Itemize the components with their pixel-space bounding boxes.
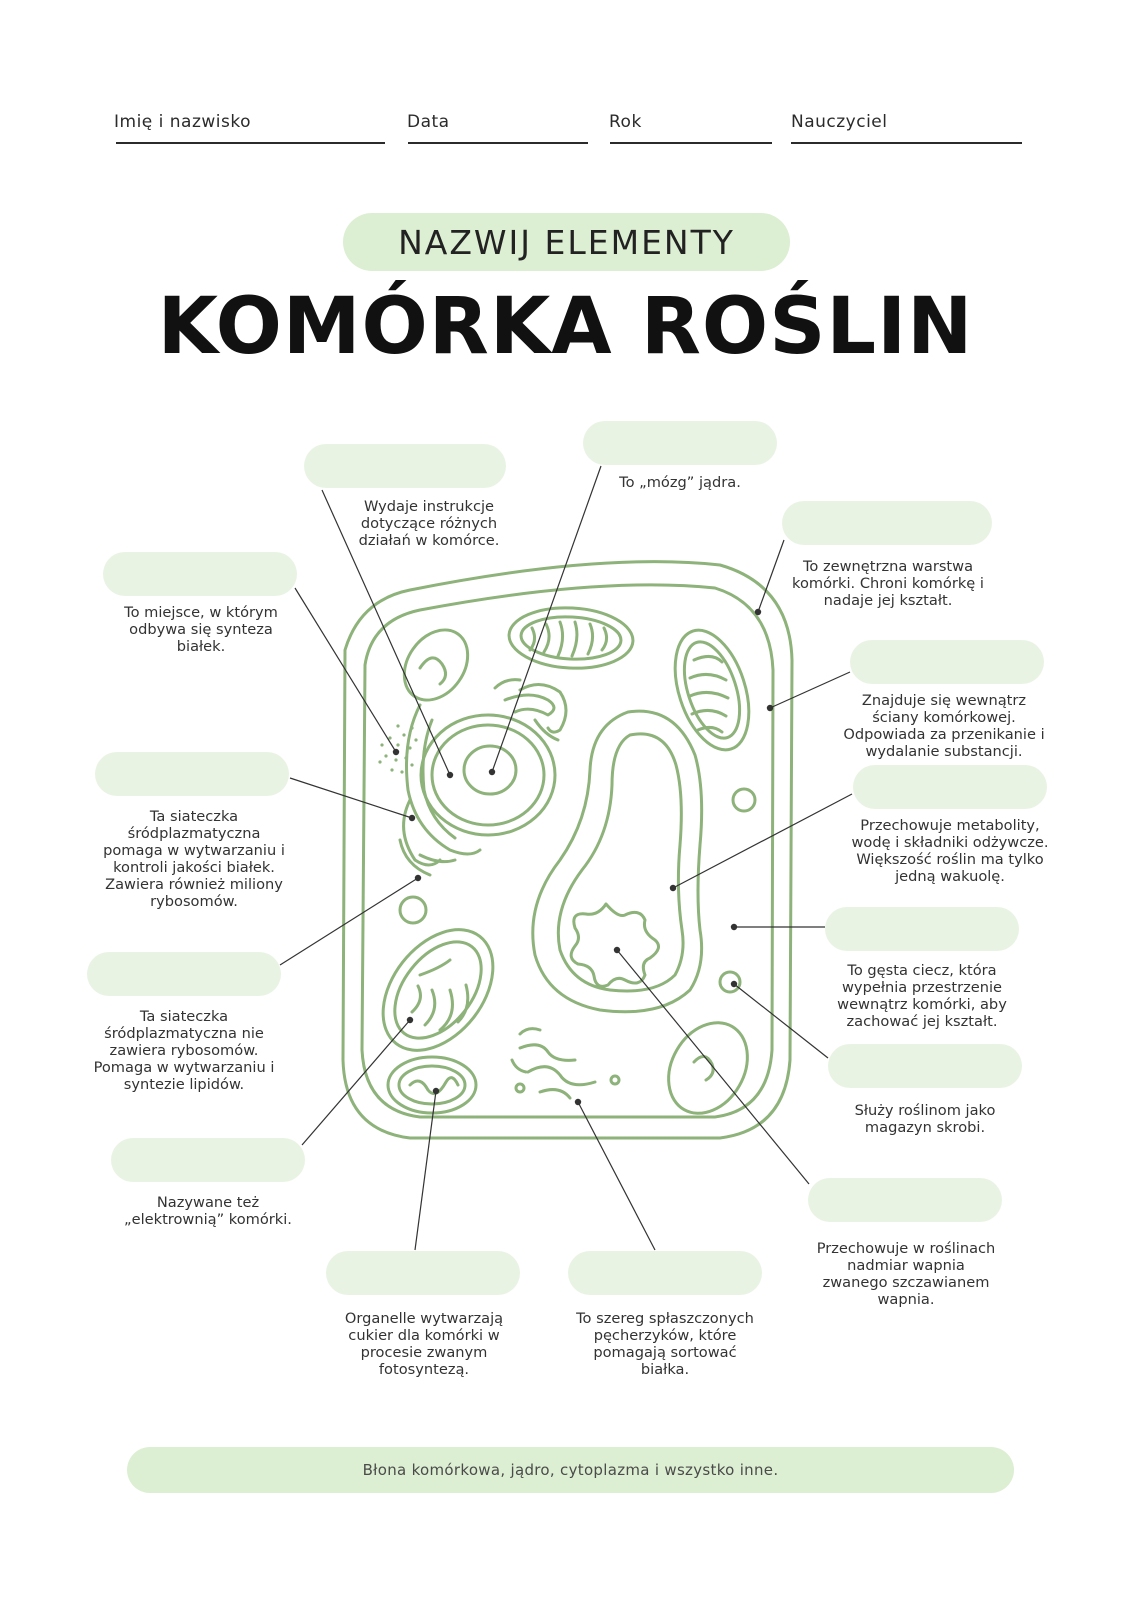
answer-field-crystal[interactable] [808, 1178, 1002, 1222]
desc-nucleus: Wydaje instrukcje dotyczące różnych dzia… [358, 498, 500, 549]
vacuole-outline [531, 709, 704, 1014]
answer-field-vacuole[interactable] [853, 765, 1047, 809]
cell-wall-outline [341, 560, 794, 1140]
chloroplast-left [381, 928, 495, 1052]
name-label: Imię i nazwisko [114, 112, 252, 132]
year-label: Rok [609, 112, 642, 132]
mitochondrion-bottom-right [667, 1021, 749, 1115]
desc-amyloplast: Służy roślinom jako magazyn skrobi. [854, 1102, 996, 1136]
desc-cytoplasm: To gęsta ciecz, która wypełnia przestrze… [837, 962, 1007, 1030]
teacher-field-line[interactable] [791, 142, 1022, 144]
date-label: Data [407, 112, 450, 132]
teacher-label: Nauczyciel [791, 112, 888, 132]
desc-rough-er: Ta siateczka śródplazmatyczna pomaga w w… [103, 808, 285, 910]
footer-hint: Błona komórkowa, jądro, cytoplazma i wsz… [127, 1447, 1014, 1493]
answer-field-cell-wall[interactable] [782, 501, 992, 545]
desc-cell-wall: To zewnętrzna warstwa komórki. Chroni ko… [792, 558, 984, 609]
leader-lines [279, 465, 853, 1251]
desc-cell-membrane: Znajduje się wewnątrz ściany komórkowej.… [843, 692, 1045, 760]
year-field-line[interactable] [610, 142, 772, 144]
crystal-outline [569, 902, 661, 988]
desc-golgi: To szereg spłaszczonych pęcherzyków, któ… [576, 1310, 754, 1378]
chloroplast-bottom [386, 1055, 478, 1115]
nucleolus-outline [462, 744, 518, 796]
small-organelle-top [402, 628, 470, 702]
mitochondrion-right [673, 628, 751, 752]
answer-field-golgi[interactable] [568, 1251, 762, 1295]
desc-crystal: Przechowuje w roślinach nadmiar wapnia z… [816, 1240, 996, 1308]
desc-nucleolus: To „mózg” jądra. [619, 474, 741, 491]
cell-membrane-outline [360, 583, 775, 1119]
answer-field-cytoplasm[interactable] [825, 907, 1019, 951]
answer-field-nucleolus[interactable] [583, 421, 777, 465]
ribosome-dots [378, 724, 418, 774]
desc-smooth-er: Ta siateczka śródplazmatyczna nie zawier… [93, 1008, 275, 1093]
answer-field-smooth-er[interactable] [87, 952, 281, 996]
date-field-line[interactable] [408, 142, 588, 144]
answer-field-nucleus[interactable] [304, 444, 506, 488]
answer-field-amyloplast[interactable] [828, 1044, 1022, 1088]
answer-field-chloroplast[interactable] [326, 1251, 520, 1295]
answer-field-rough-er[interactable] [95, 752, 289, 796]
name-field-line[interactable] [116, 142, 385, 144]
rough-er-outline [405, 703, 482, 856]
desc-chloroplast: Organelle wytwarzają cukier dla komórki … [344, 1310, 504, 1378]
answer-field-ribosomes[interactable] [103, 552, 297, 596]
answer-field-mitochondria[interactable] [111, 1138, 305, 1182]
desc-mitochondria: Nazywane też „elektrownią” komórki. [124, 1194, 292, 1228]
desc-vacuole: Przechowuje metabolity, wodę i składniki… [851, 817, 1049, 885]
golgi-upper [493, 678, 568, 742]
mitochondrion-top [507, 606, 635, 670]
subtitle-badge: NAZWIJ ELEMENTY [343, 213, 790, 271]
golgi-lower [510, 1027, 597, 1100]
nucleus-outline [419, 713, 557, 837]
page-title: KOMÓRKA ROŚLIN [157, 282, 974, 372]
answer-field-cell-membrane[interactable] [850, 640, 1044, 684]
desc-ribosomes: To miejsce, w którym odbywa się synteza … [124, 604, 278, 655]
leader-dots [392, 608, 774, 1106]
